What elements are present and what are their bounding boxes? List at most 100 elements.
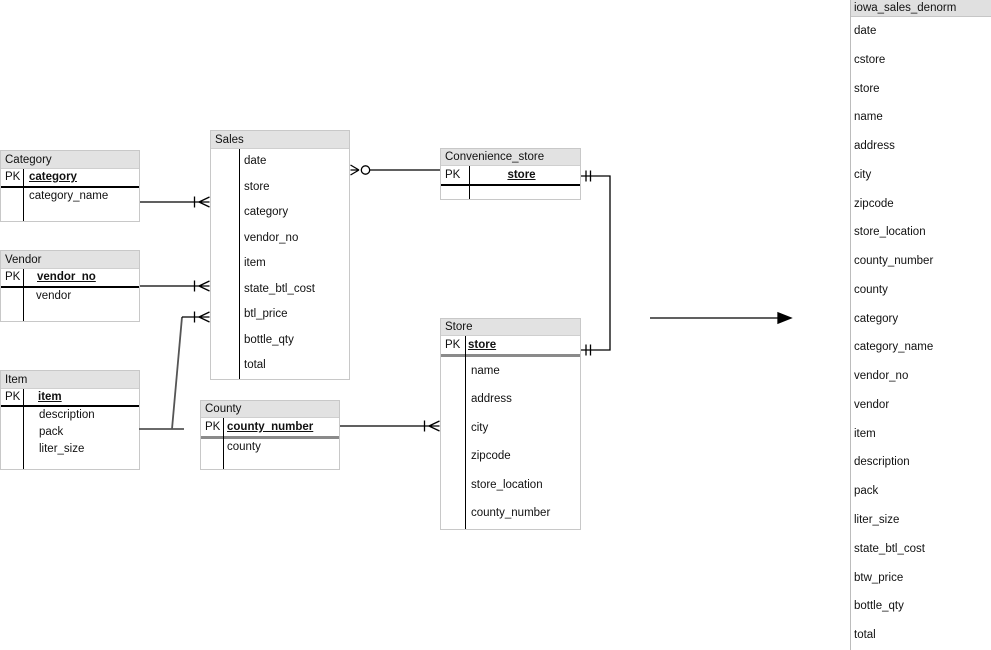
pk-column-divider [239,149,240,379]
field-row: total [244,359,266,371]
pk-row: PK category [1,169,139,186]
denorm-field: total [854,629,876,642]
denorm-field: category [854,312,899,325]
crows-foot-icon [198,311,210,323]
denorm-field: name [854,111,883,124]
field-row: store_location [471,478,543,491]
denorm-field: state_btl_cost [854,542,925,555]
pk-label: PK [445,169,461,181]
denorm-field: zipcode [854,197,894,210]
denorm-field: btw_price [854,571,904,584]
pk-separator [1,286,139,288]
pk-row: PK item [1,389,139,405]
denorm-mapping-arrow [650,311,793,325]
entity-item[interactable]: Item PK item description pack liter_size [0,370,140,470]
pk-column-divider [23,169,24,221]
field-row: name [471,365,500,377]
pk-separator [441,184,580,186]
denorm-field: county [854,283,888,296]
pk-field-store: store [468,339,497,351]
field-row: item [244,257,266,269]
denorm-field: city [854,168,872,181]
denorm-field: county_number [854,255,934,268]
denorm-field: store_location [854,226,926,239]
pk-column-divider [23,269,24,321]
entity-store[interactable]: Store PK store name address city zipcode… [440,318,581,530]
zero-circle-icon [360,165,371,175]
pk-separator [441,354,580,357]
entity-convenience-store[interactable]: Convenience_store PK store [440,148,581,200]
pk-separator [1,186,139,188]
field-row: btl_price [244,308,288,320]
denorm-field: category_name [854,341,934,354]
denorm-field: store [854,82,880,95]
entity-title: County [201,401,339,418]
field-row: vendor [36,290,72,302]
pk-label: PK [445,339,461,351]
pk-row: PK store [441,166,580,184]
entity-title: Vendor [1,251,139,269]
field-row: vendor_no [244,231,299,244]
pk-label: PK [205,421,221,433]
denorm-field: cstore [854,53,886,66]
field-row: state_btl_cost [244,282,315,295]
pk-field-county-number: county_number [227,421,314,433]
pk-field-store: store [507,169,536,181]
denorm-field: vendor [854,398,890,411]
field-row: zipcode [471,450,511,463]
pk-label: PK [5,171,21,183]
pk-row: PK county_number [201,418,339,436]
field-row: bottle_qty [244,333,294,346]
denorm-field: vendor_no [854,370,909,383]
panel-title: iowa_sales_denorm [851,0,991,17]
denorm-field: address [854,140,895,153]
pk-label: PK [5,391,21,403]
entity-title: Store [441,319,580,336]
double-tick-icon [585,170,592,182]
field-row: liter_size [39,443,85,455]
denorm-field: description [854,456,910,469]
entity-sales[interactable]: Sales date store category vendor_no item… [210,130,350,380]
pk-separator [1,405,139,407]
field-row: date [244,155,267,167]
denorm-field: date [854,25,877,37]
pk-field-category: category [29,171,77,183]
entity-title: Sales [211,131,349,149]
denorm-field: pack [854,485,879,498]
pk-label: PK [5,271,21,283]
pk-column-divider [23,389,24,469]
arrowhead-icon [777,311,793,325]
field-row: category_name [29,190,109,202]
field-row: description [39,409,95,421]
panel-iowa-sales-denorm[interactable]: iowa_sales_denorm date cstore store name… [850,0,991,650]
field-row: address [471,393,512,406]
connector-sales-convenience-store [350,164,440,176]
pk-separator [201,436,339,439]
connector-county-store [340,420,440,432]
pk-field-item: item [38,391,62,403]
entity-county[interactable]: County PK county_number county [200,400,340,470]
field-row: city [471,421,489,434]
field-row: pack [39,426,64,438]
double-tick-icon [585,344,592,356]
pk-row: PK store [441,336,580,354]
field-row: store [244,180,270,193]
entity-title: Item [1,371,139,389]
entity-category[interactable]: Category PK category category_name [0,150,140,222]
entity-vendor[interactable]: Vendor PK vendor_no vendor [0,250,140,322]
field-row: county_number [471,506,551,519]
connector-convenience-store-store [581,170,611,356]
denorm-field: liter_size [854,514,900,527]
entity-title: Convenience_store [441,149,580,166]
pk-column-divider [465,336,466,529]
pk-row: PK vendor_no [1,269,139,286]
field-row: county [227,441,261,453]
crows-foot-icon [198,196,210,208]
denorm-field: item [854,427,876,440]
pk-field-vendor-no: vendor_no [37,271,96,283]
denorm-field: bottle_qty [854,600,904,613]
pk-column-divider [469,166,470,199]
connector-item-sales [139,311,210,430]
pk-column-divider [223,418,224,469]
